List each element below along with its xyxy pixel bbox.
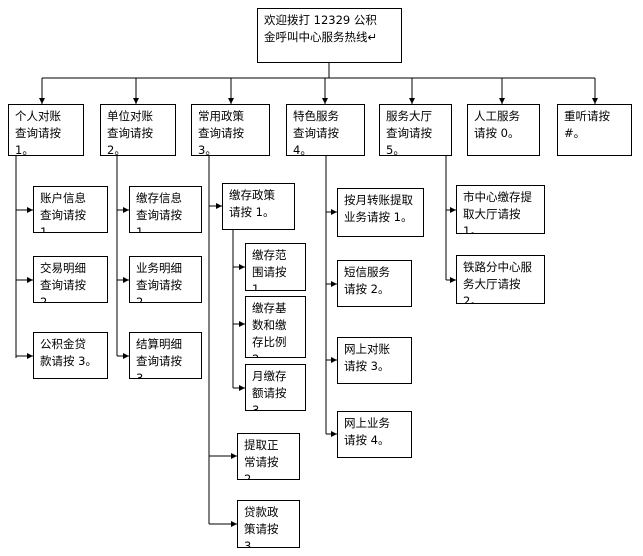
arrowhead — [133, 98, 139, 104]
root-hotline-box: 欢迎拨打 12329 公积 金呼叫中心服务热线↵ — [257, 8, 402, 63]
arrowhead — [123, 277, 129, 283]
arrowhead — [239, 385, 245, 391]
settlement-detail-box: 结算明细 查询请按 3。 — [129, 332, 202, 379]
deposit-info-box: 缴存信息 查询请按 1。 — [129, 186, 202, 233]
special-service-box: 特色服务 查询请按 4。 — [286, 104, 365, 156]
railway-branch-hall-box: 铁路分中心服 务大厅请按 2。 — [456, 255, 545, 304]
manual-service-box: 人工服务 请按 0。 — [467, 104, 540, 156]
deposit-base-ratio-box: 缴存基 数和缴 存比例 2。 — [245, 296, 306, 358]
arrowhead — [592, 98, 598, 104]
account-info-box: 账户信息 查询请按 1。 — [33, 186, 108, 233]
arrowhead — [27, 353, 33, 359]
personal-query-box: 个人对账 查询请按 1。 — [8, 104, 84, 156]
arrowhead — [450, 277, 456, 283]
loan-policy-box: 贷款政 策请按 3。 — [237, 500, 300, 548]
replay-box: 重听请按#。 — [557, 104, 632, 156]
arrowhead — [39, 98, 45, 104]
deposit-policy-box: 缴存政策 请按 1。 — [222, 183, 295, 230]
unit-query-box: 单位对账 查询请按 2。 — [100, 104, 176, 156]
arrowhead — [499, 98, 505, 104]
arrowhead — [239, 321, 245, 327]
arrowhead — [331, 431, 337, 437]
arrowhead — [123, 353, 129, 359]
arrowhead — [228, 98, 234, 104]
arrowhead — [331, 357, 337, 363]
arrowhead — [231, 453, 237, 459]
online-reconcile-box: 网上对账 请按 3。 — [337, 337, 412, 384]
transaction-detail-box: 交易明细 查询请按 2。 — [33, 256, 108, 303]
arrowhead — [322, 98, 328, 104]
service-hall-box: 服务大厅 查询请按 5。 — [379, 104, 452, 156]
city-center-hall-box: 市中心缴存提 取大厅请按 1。 — [456, 185, 545, 234]
monthly-transfer-box: 按月转账提取 业务请按 1。 — [337, 188, 424, 237]
sms-service-box: 短信服务 请按 2。 — [337, 260, 412, 307]
arrowhead — [331, 209, 337, 215]
arrowhead — [231, 521, 237, 527]
arrowhead — [409, 98, 415, 104]
arrowhead — [27, 207, 33, 213]
arrowhead — [239, 264, 245, 270]
policy-query-box: 常用政策 查询请按 3。 — [191, 104, 270, 156]
monthly-deposit-box: 月缴存 额请按 3。 — [245, 364, 306, 411]
online-business-box: 网上业务 请按 4。 — [337, 411, 412, 458]
arrowhead — [123, 207, 129, 213]
withdrawal-policy-box: 提取正 常请按 2。 — [237, 433, 300, 480]
deposit-scope-box: 缴存范 围请按 1。 — [245, 243, 306, 291]
arrowhead — [216, 203, 222, 209]
business-detail-box: 业务明细 查询请按 2。 — [129, 256, 202, 303]
provident-loan-box: 公积金贷 款请按 3。 — [33, 332, 108, 379]
arrowhead — [331, 281, 337, 287]
arrowhead — [27, 277, 33, 283]
arrowhead — [450, 207, 456, 213]
